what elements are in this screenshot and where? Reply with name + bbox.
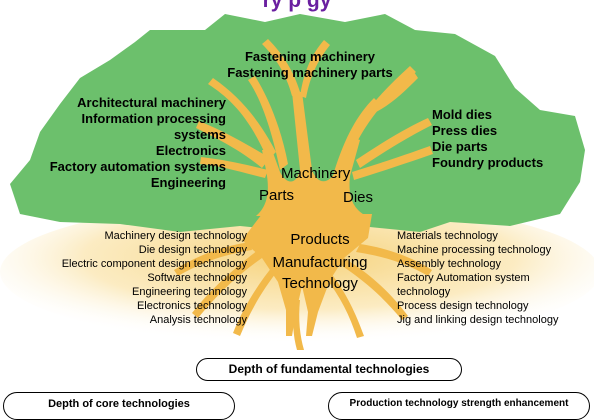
canopy-label: Engineering (150, 175, 226, 190)
root-tech-item: Assembly technology (397, 258, 501, 270)
root-tech-item: Software technology (147, 272, 247, 284)
trunk-label-manufacturing: Manufacturing (272, 254, 368, 271)
root-tech-item: Machinery design technology (104, 230, 247, 242)
canopy-label: systems (173, 127, 226, 142)
root-tech-item: Factory Automation system (397, 272, 530, 284)
trunk (174, 39, 433, 350)
canopy-label: Die parts (432, 139, 488, 154)
root-tech-item: Electric component design technology (61, 258, 247, 270)
canopy-top-labels: Fastening machinery Fastening machinery … (220, 49, 400, 81)
canopy-right-labels: Mold dies Press dies Die parts Foundry p… (432, 107, 543, 171)
canopy-label: Mold dies (432, 107, 492, 122)
trunk-label-machinery: Machinery (281, 165, 351, 182)
canopy-label: Press dies (432, 123, 498, 138)
fundamental-depth-label: Depth of fundamental technologies (196, 358, 462, 381)
production-strength-label: Production technology strength enhanceme… (328, 392, 590, 420)
root-tech-item: Process design technology (397, 300, 529, 312)
canopy-label: Fastening machinery parts (227, 65, 393, 80)
canopy-label: Fastening machinery (244, 49, 376, 64)
trunk-label-technology: Technology (282, 275, 358, 292)
root-tech-item: Machine processing technology (397, 244, 552, 256)
page-title: ry p gy (262, 0, 332, 12)
root-tech-item: Engineering technology (132, 286, 247, 298)
canopy-label: Factory automation systems (49, 159, 226, 174)
root-tech-item: Analysis technology (149, 314, 247, 326)
root-tech-item: Die design technology (138, 244, 247, 256)
canopy-label: Electronics (155, 143, 226, 158)
trunk-label-products: Products (290, 231, 350, 248)
root-tech-item: technology (397, 286, 451, 298)
root-tech-item: Materials technology (397, 230, 498, 242)
roots-left-list: Machinery design technology Die design t… (62, 229, 247, 327)
canopy-label: Foundry products (432, 155, 544, 170)
canopy-label: Information processing (81, 111, 226, 126)
root-tech-item: Jig and linking design technology (397, 314, 559, 326)
core-depth-label: Depth of core technologies (3, 392, 235, 420)
canopy-left-labels: Architectural machinery Information proc… (50, 95, 226, 191)
tree-illustration (0, 14, 594, 350)
trunk-label-dies: Dies (343, 189, 374, 206)
roots-right-list: Materials technology Machine processing … (397, 229, 558, 327)
canopy-label: Architectural machinery (77, 95, 226, 110)
trunk-label-parts: Parts (259, 187, 295, 204)
root-tech-item: Electronics technology (136, 300, 247, 312)
